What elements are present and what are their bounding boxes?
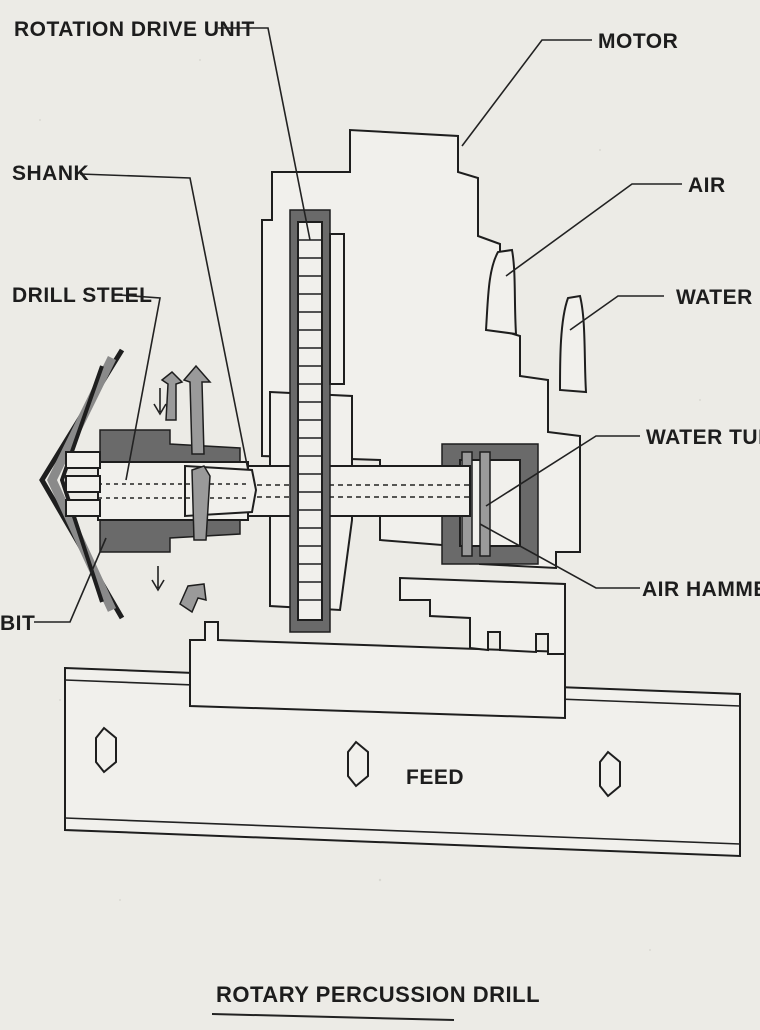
feed-bolt-hole-center [347, 740, 369, 788]
label-feed: FEED [406, 766, 464, 789]
label-drill-steel: DRILL STEEL [12, 284, 152, 307]
leader-lines [34, 27, 682, 623]
title-underline [211, 1013, 455, 1021]
label-air-hammer: AIR HAMMER [642, 578, 760, 601]
label-water-tube: WATER TUBE [646, 426, 760, 449]
label-shank: SHANK [12, 162, 89, 185]
diagram-title: ROTARY PERCUSSION DRILL [216, 982, 540, 1007]
label-motor: MOTOR [598, 30, 678, 53]
label-rotation-drive-unit: ROTATION DRIVE UNIT [14, 18, 255, 41]
label-bit: BIT [0, 612, 35, 635]
carriage-base [189, 621, 566, 720]
rotation-arrows [151, 364, 212, 614]
drill-bit [39, 348, 125, 620]
carriage-rear-block [399, 576, 566, 655]
label-air: AIR [688, 174, 726, 197]
water-inlet [558, 294, 588, 394]
label-water: WATER [676, 286, 753, 309]
rotation-shaft [229, 465, 471, 517]
feed-bolt-hole-left [95, 726, 117, 774]
air-inlet [484, 248, 518, 336]
feed-bolt-hole-right [599, 750, 621, 798]
rotation-gear [289, 209, 345, 633]
